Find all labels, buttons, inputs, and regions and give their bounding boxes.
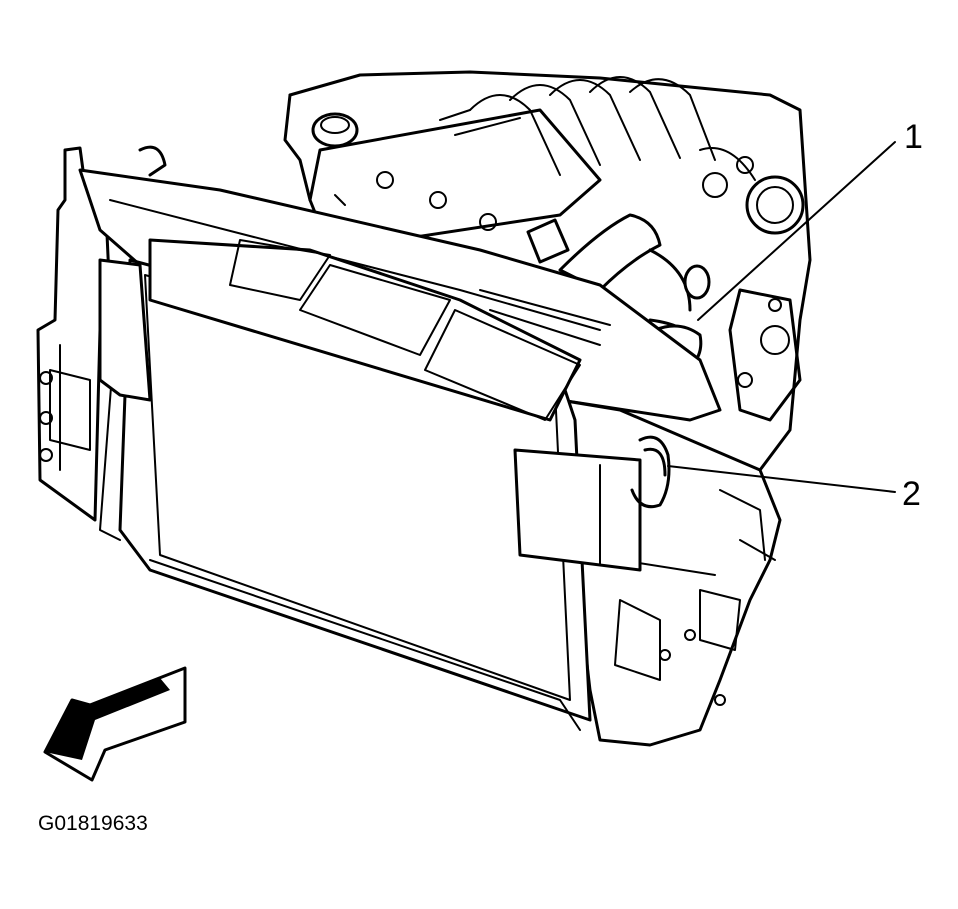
leader-line-1 xyxy=(697,141,896,321)
engine-assembly xyxy=(283,70,812,472)
callout-2: 2 xyxy=(902,475,921,513)
radiator xyxy=(98,238,642,731)
leader-line-2 xyxy=(667,465,896,493)
hose-clamp xyxy=(630,435,671,509)
callout-1: 1 xyxy=(904,118,923,156)
figure-id: G01819633 xyxy=(38,812,148,835)
front-arrow-icon xyxy=(43,666,187,782)
